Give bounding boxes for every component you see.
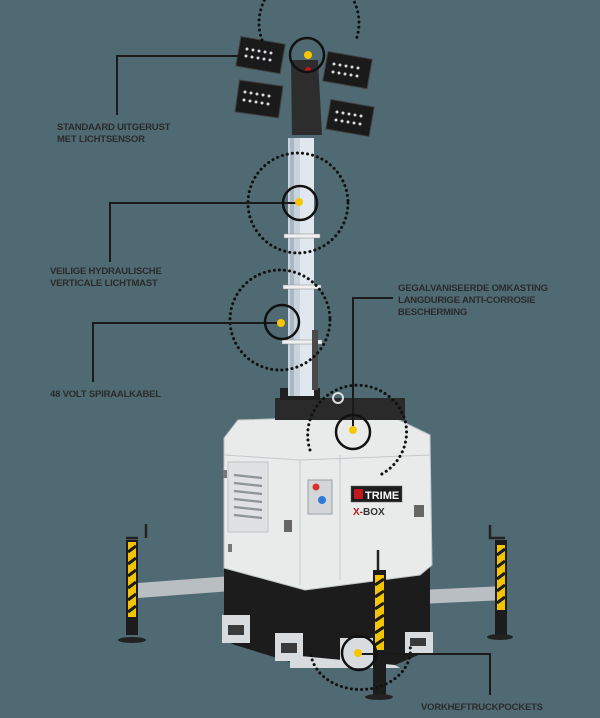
svg-text:X-BOX: X-BOX bbox=[353, 507, 385, 518]
callout-galvanized-housing: GEGALVANISEERDE OMKASTING LANGDURIGE ANT… bbox=[398, 283, 548, 319]
callout-line: BESCHERMING bbox=[398, 307, 468, 318]
callout-hydraulic-mast: VEILIGE HYDRAULISCHE VERTICALE LICHTMAST bbox=[50, 266, 162, 290]
callout-line: LANGDURIGE ANTI-CORROSIE bbox=[398, 295, 536, 306]
callout-line: VEILIGE HYDRAULISCHE bbox=[50, 266, 162, 277]
dotted-circle-light-head bbox=[257, 0, 361, 42]
marker-dot-forklift-pockets bbox=[354, 649, 362, 657]
stabilizer-jacks bbox=[118, 524, 513, 700]
callout-line: VORKHEFTRUCKPOCKETS bbox=[421, 702, 543, 713]
marker-dot-galvanized-housing bbox=[349, 426, 357, 434]
light-head bbox=[234, 35, 375, 138]
floodlight-panels bbox=[234, 35, 375, 138]
brand-name: TRIME bbox=[365, 490, 399, 502]
callout-line: MET LICHTSENSOR bbox=[57, 134, 145, 145]
leader-lines bbox=[92, 55, 491, 695]
dotted-circle-forklift bbox=[309, 643, 412, 691]
callout-light-sensor: STANDAARD UITGERUST MET LICHTSENSOR bbox=[57, 122, 170, 146]
vent-grille bbox=[227, 461, 269, 533]
marker-dot-spiral-cable bbox=[277, 319, 285, 327]
callout-line: VERTICALE LICHTMAST bbox=[50, 278, 158, 289]
marker-dot-hydraulic-mast bbox=[295, 198, 303, 206]
telescopic-mast bbox=[281, 138, 323, 396]
callout-line: 48 VOLT SPIRAALKABEL bbox=[50, 389, 161, 400]
callout-spiral-cable: 48 VOLT SPIRAALKABEL bbox=[50, 389, 161, 401]
callout-line: GEGALVANISEERDE OMKASTING bbox=[398, 283, 548, 294]
dotted-circle-housing bbox=[306, 383, 409, 477]
marker-dot-light-sensor bbox=[304, 51, 312, 59]
callout-markers bbox=[263, 36, 378, 672]
callout-forklift-pockets: VORKHEFTRUCKPOCKETS bbox=[421, 702, 543, 714]
trime-logo: TRIME X-BOX bbox=[350, 485, 403, 518]
dotted-circle-mast-lower bbox=[228, 268, 332, 372]
callout-line: STANDAARD UITGERUST bbox=[57, 122, 171, 133]
dotted-highlight-circles bbox=[228, 0, 412, 691]
